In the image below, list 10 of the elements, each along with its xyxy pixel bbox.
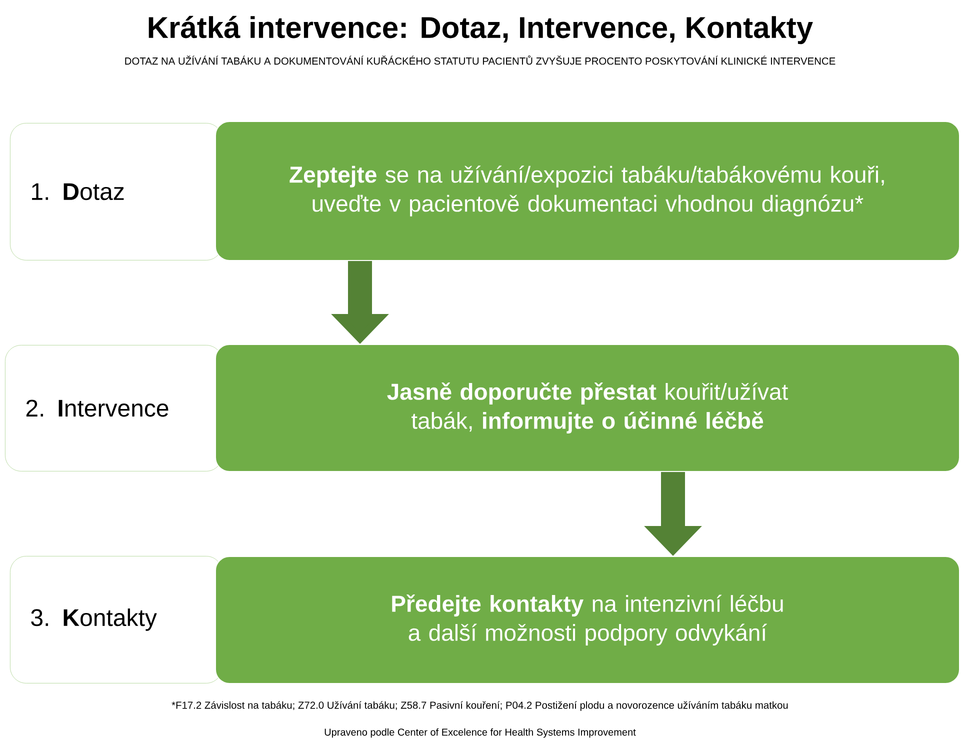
step-label-box: 1. Dotaz <box>10 123 222 260</box>
step-label-box: 3. Kontakty <box>10 556 222 684</box>
step-box: Jasně doporučte přestat kouřit/užívat tabák, informujte o účinné léčbě <box>215 344 960 472</box>
source-note: Upraveno podle Center of Excelence for Health Systems Improvement <box>324 728 636 738</box>
footnote: *F17.2 Závislost na tabáku; Z72.0 Užívání tabáku; Z58.7 Pasivní kouření; P04.2 Postižení plodu a novorozence užíváním tabáku matkou <box>172 701 788 711</box>
step-box: Předejte kontakty na intenzivní léčbu a další možnosti podpory odvykání <box>215 556 960 684</box>
title: Krátká intervence: Dotaz, Intervence, Kontakty <box>148 16 813 44</box>
subtitle: DOTAZ NA UŽÍVÁNÍ TABÁKU A DOKUMENTOVÁNÍ KUŘÁCKÉHO STATUTU PACIENTŮ ZVYŠUJE PROCENTO POSKYTOVÁNÍ KLINICKÉ INTERVENCE <box>125 55 836 65</box>
step-box: Zeptejte se na užívání/expozici tabáku/tabákovému kouři, uveďte v pacientově dokumentaci vhodnou diagnózu* <box>215 121 960 261</box>
step-label-box: 2. Intervence <box>5 345 222 472</box>
